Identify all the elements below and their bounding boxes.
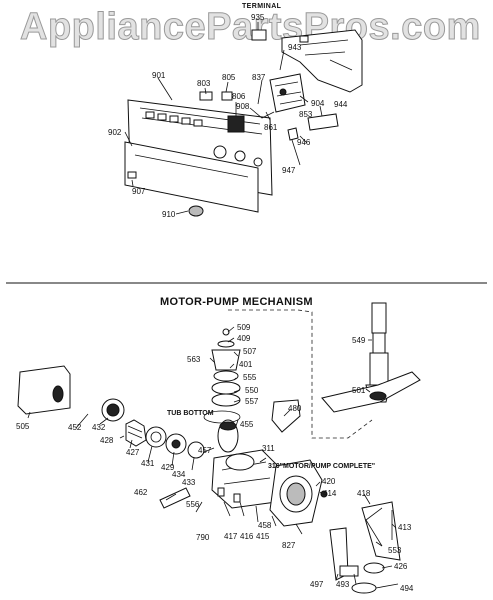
motor-pump-complete-note: 310"MOTOR/PUMP COMPLETE": [268, 463, 376, 470]
part-label-431: 431: [141, 459, 155, 468]
part-label-427: 427: [126, 448, 140, 457]
part-label-462: 462: [134, 488, 148, 497]
upper-seal-stack: [211, 328, 241, 407]
part-label-549: 549: [352, 336, 366, 345]
pump-rings: [145, 419, 239, 459]
part-label-553: 553: [388, 546, 402, 555]
part-label-434: 434: [172, 470, 186, 479]
part-label-418: 418: [357, 489, 371, 498]
part-label-429: 429: [161, 463, 175, 472]
part-label-414: 414: [323, 489, 337, 498]
tub-bottom-note: TUB BOTTOM: [167, 410, 214, 417]
escutcheon-strip: [124, 141, 259, 213]
part-label-947: 947: [282, 166, 296, 175]
part-label-805: 805: [222, 73, 236, 82]
part-label-907: 907: [132, 187, 146, 196]
terminal-block: [251, 29, 267, 41]
part-label-458: 458: [258, 521, 272, 530]
part-label-457: 457: [198, 446, 212, 455]
part-label-910: 910: [162, 210, 176, 219]
lower-wash-arm: [321, 371, 421, 413]
part-label-433: 433: [182, 478, 196, 487]
part-label-557: 557: [245, 397, 259, 406]
part-label-432: 432: [92, 423, 106, 432]
part-label-550: 550: [245, 386, 259, 395]
part-label-416: 416: [240, 532, 254, 541]
console-bracket: [281, 29, 363, 93]
part-label-943: 943: [288, 43, 302, 52]
hose-tube: [159, 487, 191, 509]
mount-brackets: [329, 501, 401, 594]
motor-housing: [17, 365, 147, 447]
timer-assembly: [269, 73, 306, 113]
part-label-803: 803: [197, 79, 211, 88]
part-label-420: 420: [322, 477, 336, 486]
part-label-563: 563: [187, 355, 201, 364]
part-label-311: 311: [262, 444, 275, 453]
part-label-902: 902: [108, 128, 122, 137]
part-label-853: 853: [299, 110, 313, 119]
part-label-944: 944: [334, 100, 348, 109]
part-label-827: 827: [282, 541, 296, 550]
part-label-494: 494: [400, 584, 414, 593]
part-label-417: 417: [224, 532, 238, 541]
motor-unit: [269, 459, 328, 527]
part-label-555: 555: [243, 373, 257, 382]
watermark-logo: AppliancePartsPros.com: [20, 6, 481, 49]
part-label-401: 401: [239, 360, 253, 369]
section-title: MOTOR-PUMP MECHANISM: [160, 296, 313, 308]
part-label-455: 455: [240, 420, 254, 429]
part-label-806: 806: [232, 92, 246, 101]
chopper-fitting: [271, 399, 301, 433]
part-label-413: 413: [398, 523, 412, 532]
part-label-837: 837: [252, 73, 266, 82]
terminal-heading: TERMINAL: [242, 3, 282, 10]
part-label-452: 452: [68, 423, 82, 432]
part-label-935: 935: [251, 13, 265, 22]
part-label-509: 509: [237, 323, 251, 332]
part-label-946: 946: [297, 138, 311, 147]
part-label-790: 790: [196, 533, 210, 542]
part-label-908: 908: [236, 102, 250, 111]
part-label-426: 426: [394, 562, 408, 571]
part-label-556: 556: [186, 500, 200, 509]
part-label-505: 505: [16, 422, 30, 431]
part-label-415: 415: [256, 532, 270, 541]
part-label-501: 501: [352, 386, 366, 395]
part-label-428: 428: [100, 436, 114, 445]
switch-block: [127, 91, 339, 217]
part-label-409: 409: [237, 334, 251, 343]
part-label-480: 480: [288, 404, 302, 413]
part-label-861: 861: [264, 123, 278, 132]
part-label-507: 507: [243, 347, 257, 356]
part-label-493: 493: [336, 580, 350, 589]
part-label-901: 901: [152, 71, 166, 80]
part-label-904: 904: [311, 99, 325, 108]
part-label-497: 497: [310, 580, 324, 589]
